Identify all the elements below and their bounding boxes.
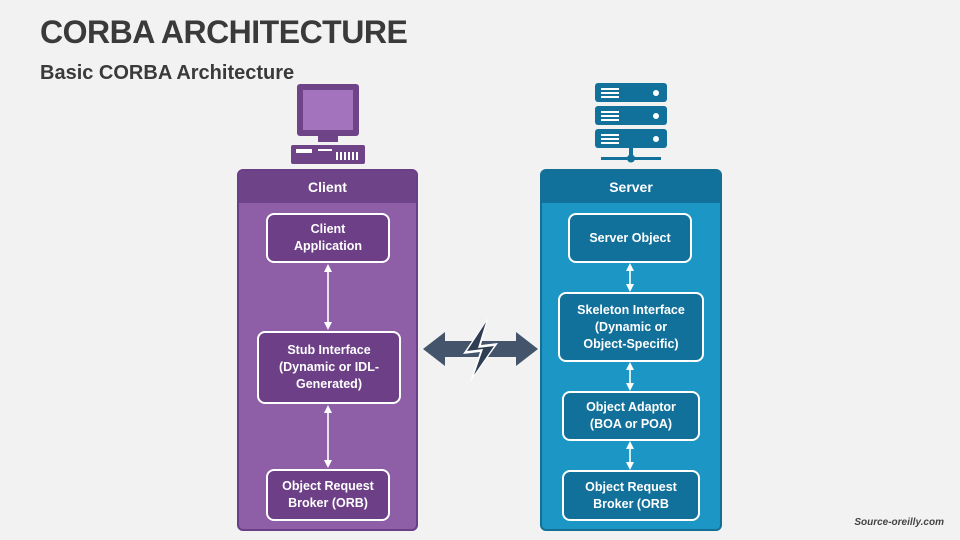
- client-orb-label: Object Request Broker (ORB): [282, 479, 374, 510]
- skeleton-interface-box: Skeleton Interface (Dynamic or Object-Sp…: [558, 292, 704, 362]
- page-subtitle: Basic CORBA Architecture: [40, 62, 295, 84]
- lightning-bolt-icon: [463, 318, 498, 382]
- page-title: CORBA ARCHITECTURE: [40, 14, 408, 50]
- server-object-label: Server Object: [589, 230, 671, 245]
- stub-interface-box: Stub Interface (Dynamic or IDL- Generate…: [257, 331, 401, 404]
- object-adaptor-label: Object Adaptor (BOA or POA): [586, 400, 676, 431]
- server-orb-box: Object Request Broker (ORB: [562, 470, 700, 521]
- client-orb-box: Object Request Broker (ORB): [266, 469, 390, 521]
- client-header: Client: [239, 171, 416, 203]
- server-header: Server: [542, 171, 720, 203]
- server-object-box: Server Object: [568, 213, 692, 263]
- client-application-box: Client Application: [266, 213, 390, 263]
- stub-interface-label: Stub Interface (Dynamic or IDL- Generate…: [278, 343, 379, 391]
- source-credit: Source-oreilly.com: [854, 517, 944, 528]
- skeleton-interface-label: Skeleton Interface (Dynamic or Object-Sp…: [577, 302, 685, 351]
- server-orb-label: Object Request Broker (ORB: [585, 479, 677, 511]
- object-adaptor-box: Object Adaptor (BOA or POA): [562, 391, 700, 441]
- client-application-label: Client Application: [293, 222, 363, 253]
